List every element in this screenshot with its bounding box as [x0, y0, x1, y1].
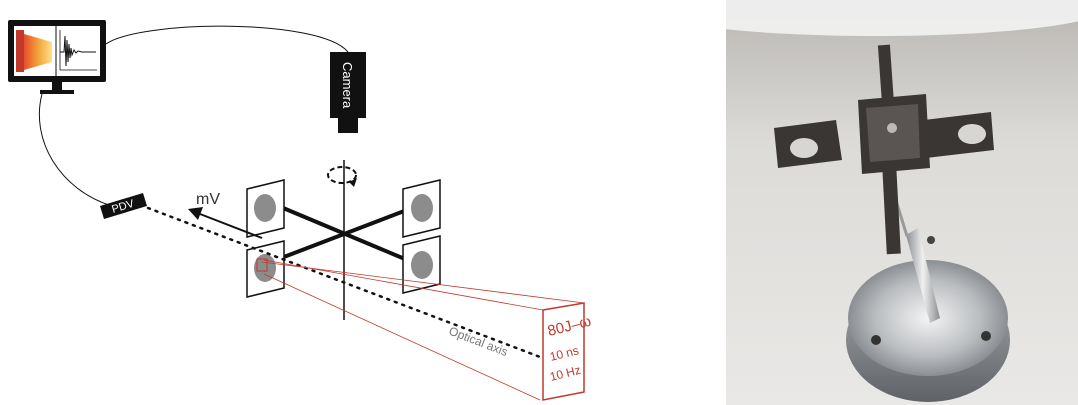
camera-icon: [330, 52, 366, 133]
apparatus-photo: [726, 0, 1078, 405]
laser-beam: [261, 259, 585, 401]
velocity-label: mV: [196, 191, 220, 208]
pdv-probe-icon: [100, 193, 147, 219]
target-top-right: [402, 179, 441, 238]
target-top-left: [246, 179, 285, 238]
target-holder: [774, 44, 994, 255]
target-bottom-right: [402, 235, 441, 294]
camera-label: Camera: [340, 62, 355, 109]
experiment-schematic: Camera: [8, 20, 593, 401]
aluminium-base: [846, 236, 1010, 402]
rotating-arms: [275, 203, 413, 264]
optical-axis-line: [146, 206, 550, 362]
laser-source: [542, 302, 585, 401]
velocity-arrow: [188, 207, 263, 239]
rotation-arrow-icon: [327, 166, 357, 187]
laser-pulse: 10 ns: [548, 343, 580, 364]
monitor-icon: [8, 20, 106, 94]
target-bottom-left: [246, 240, 285, 298]
optical-axis-label: Optical axis: [447, 324, 510, 359]
